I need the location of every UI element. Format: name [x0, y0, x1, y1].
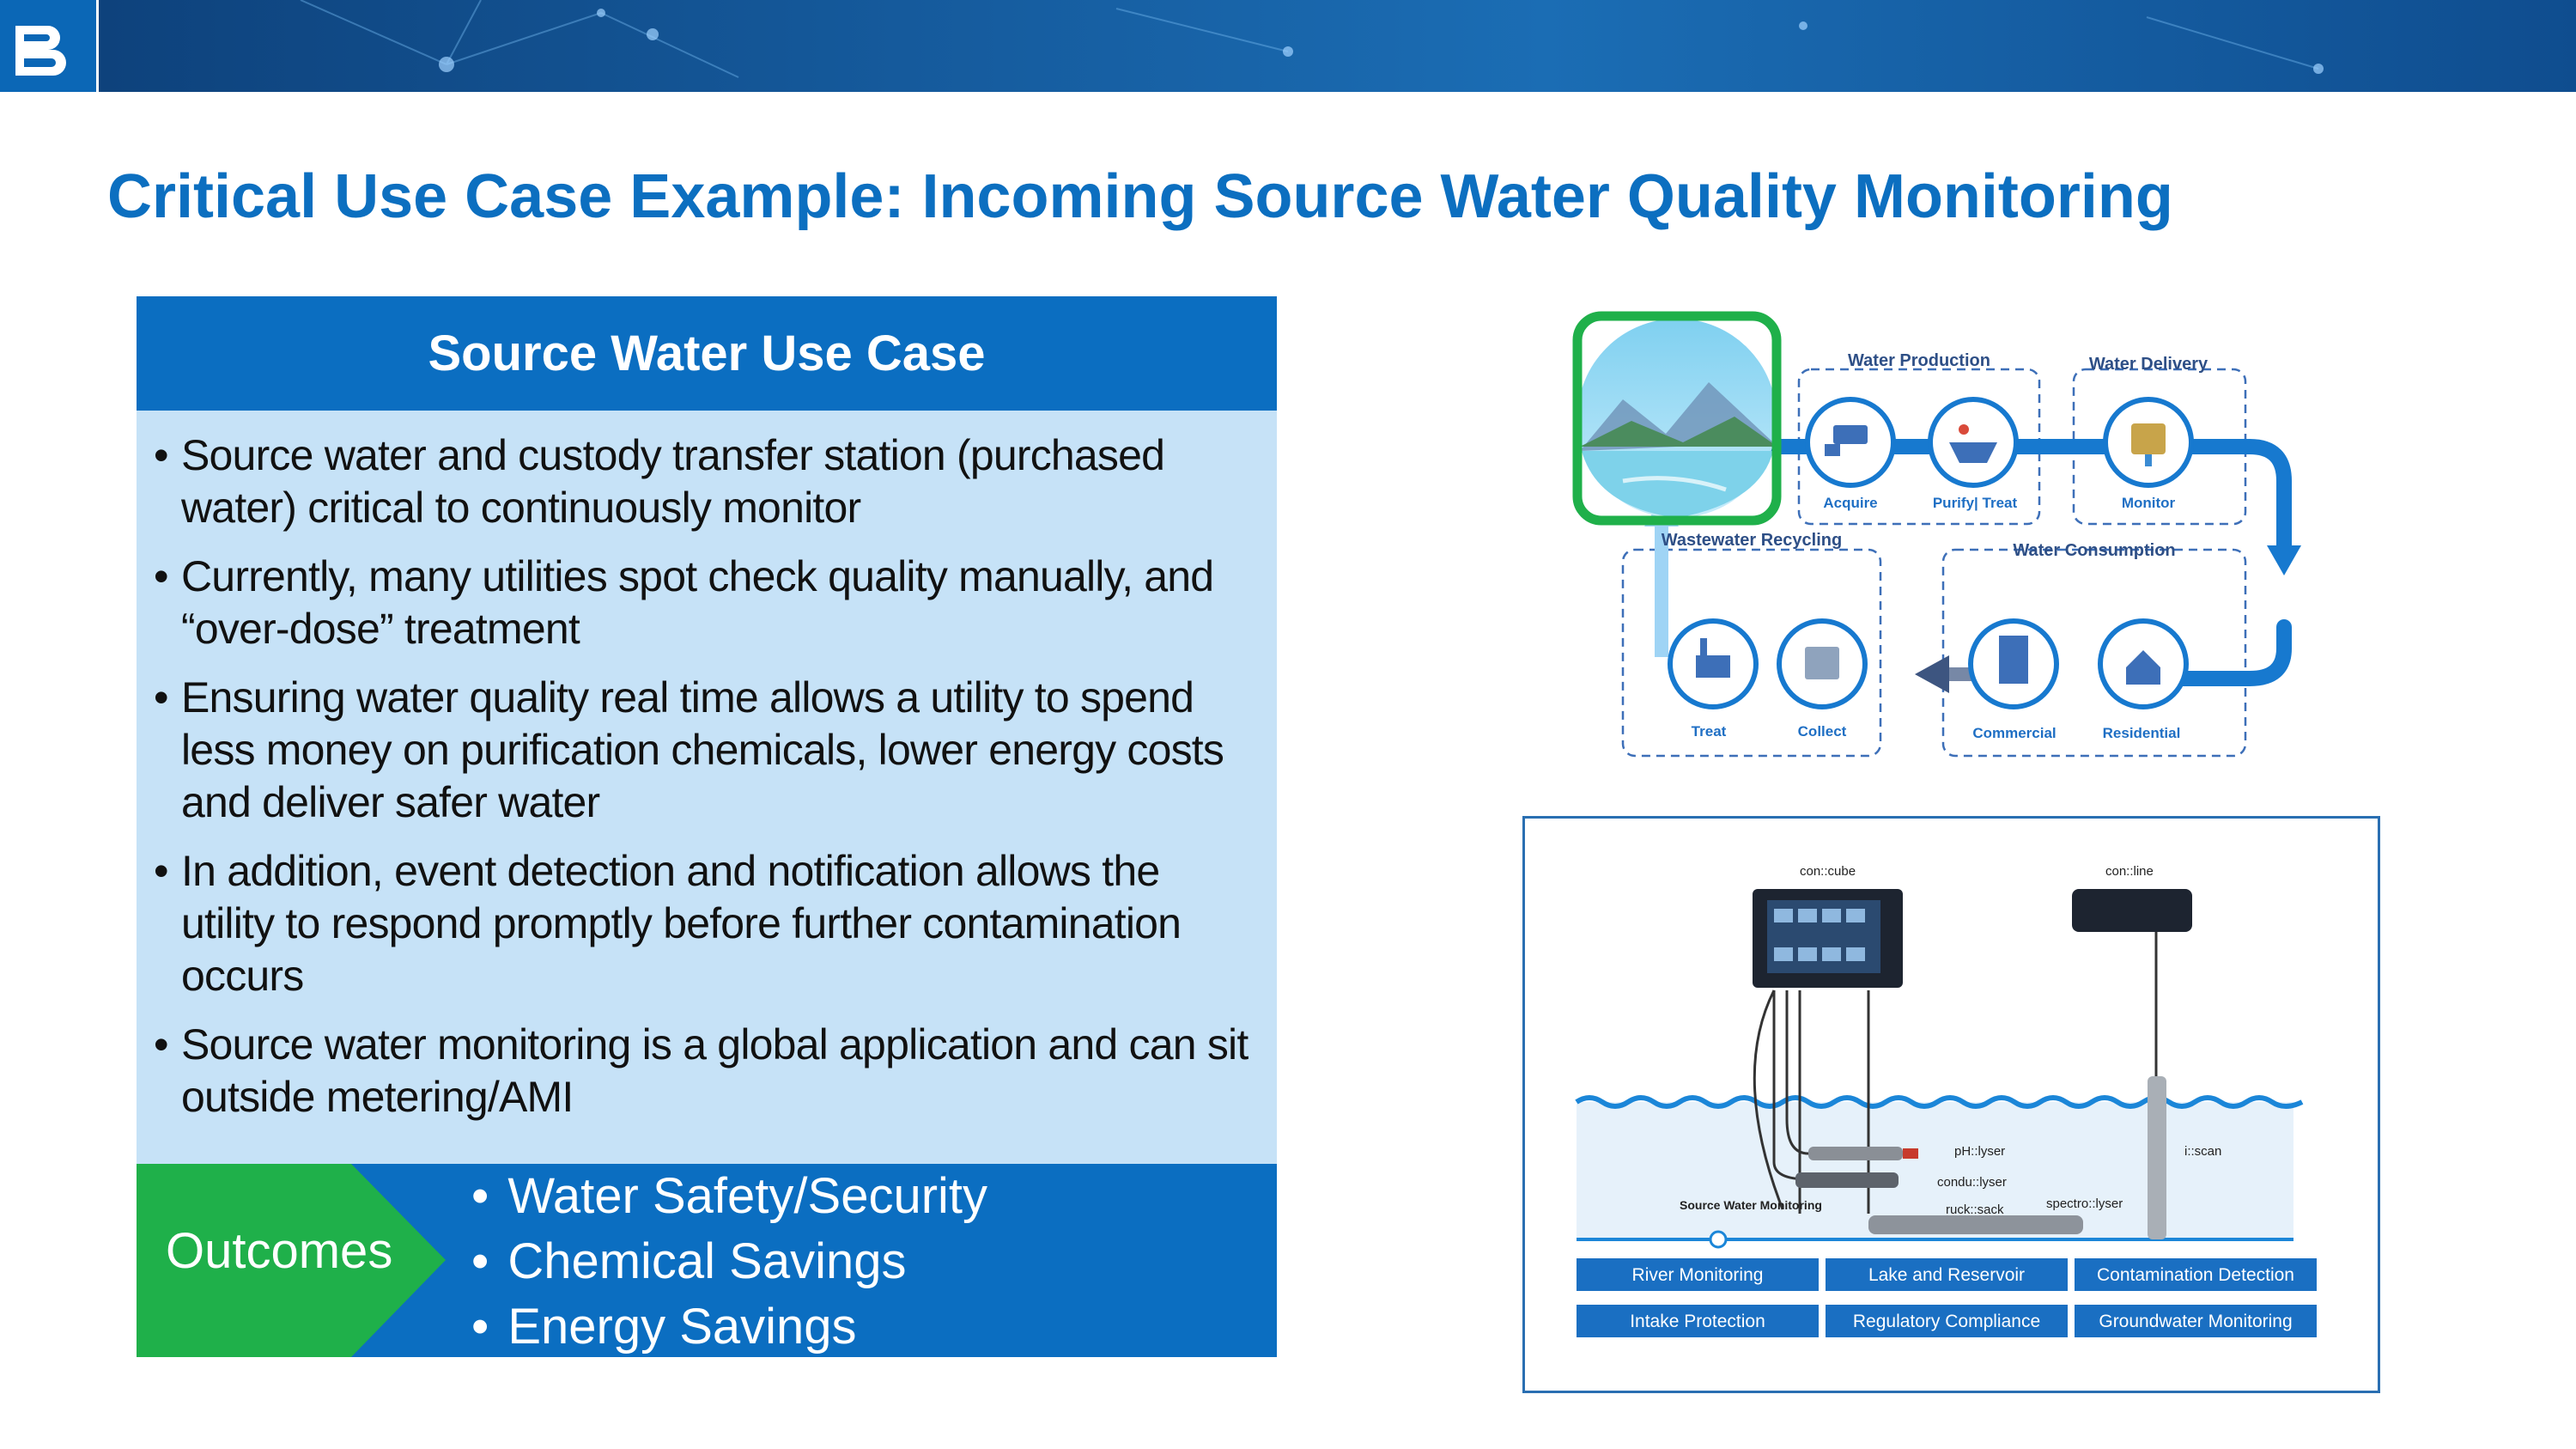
outcomes-bar: Outcomes •Water Safety/Security •Chemica…	[137, 1164, 1277, 1357]
source-water-monitoring-label: Source Water Monitoring	[1680, 1198, 1822, 1212]
water-consumption-label: Water Consumption	[2013, 541, 2175, 560]
use-case-panel: Source Water Use Case •Source water and …	[137, 296, 1277, 1357]
bullet-item: •Ensuring water quality real time allows…	[154, 673, 1224, 826]
water-delivery-label: Water Delivery	[2089, 355, 2208, 374]
app-label: Intake Protection	[1630, 1312, 1765, 1331]
iscan-label: i::scan	[2184, 1144, 2221, 1159]
con-line-label: con::line	[2105, 864, 2154, 879]
condu-probe	[1795, 1172, 1899, 1188]
app-label: Lake and Reservoir	[1868, 1265, 2025, 1285]
purify-label: Purify| Treat	[1933, 495, 2018, 511]
application-grid: River Monitoring Lake and Reservoir Cont…	[1577, 1258, 2317, 1337]
flow-arrow-down	[2267, 545, 2301, 575]
outcome-item: •Chemical Savings	[471, 1233, 907, 1289]
commercial-label: Commercial	[1972, 725, 2056, 741]
app-lake-reservoir	[1826, 1258, 2068, 1291]
water-production-label: Water Production	[1848, 351, 1990, 370]
app-river-monitoring	[1577, 1258, 1819, 1291]
outcomes-list: •Water Safety/Security •Chemical Savings…	[471, 1164, 987, 1360]
network-pattern	[300, 0, 2324, 78]
app-groundwater-monitoring	[2075, 1305, 2317, 1337]
ph-probe	[1808, 1147, 1903, 1160]
spectro-lyser-label: spectro::lyser	[2046, 1196, 2123, 1211]
monitor-label: Monitor	[2122, 495, 2176, 511]
source-highlight-frame	[1572, 311, 1782, 526]
app-label: Contamination Detection	[2097, 1265, 2294, 1285]
slide-title: Critical Use Case Example: Incoming Sour…	[107, 162, 2173, 231]
use-case-heading: Source Water Use Case	[137, 296, 1277, 411]
app-intake-protection	[1577, 1305, 1819, 1337]
app-label: Groundwater Monitoring	[2099, 1312, 2292, 1331]
bullet-item: •Source water and custody transfer stati…	[154, 431, 1165, 532]
app-regulatory-compliance	[1826, 1305, 2068, 1337]
outcomes-label: Outcomes	[166, 1223, 393, 1279]
bullet-item: •Currently, many utilities spot check qu…	[154, 552, 1214, 653]
flow-arrow-left	[1915, 655, 1949, 693]
treat-label: Treat	[1692, 723, 1727, 740]
outcome-item: •Water Safety/Security	[471, 1168, 988, 1224]
sensor-diagram: con::cube con::line pH::lyser condu::lys…	[1575, 864, 2317, 1337]
con-cube-label: con::cube	[1800, 864, 1856, 879]
ph-lyser-label: pH::lyser	[1954, 1144, 2005, 1159]
outcome-item: •Energy Savings	[471, 1299, 857, 1355]
bullet-item: •In addition, event detection and notifi…	[154, 847, 1182, 1000]
source-water-landscape	[1577, 319, 1777, 518]
outcomes-arrow	[137, 1164, 446, 1357]
collect-label: Collect	[1798, 723, 1847, 740]
app-label: River Monitoring	[1632, 1265, 1764, 1285]
water-cycle-diagram: Water Production Water Delivery Wastewat…	[1572, 311, 2301, 758]
spectro-probe	[1868, 1215, 2083, 1234]
residential-label: Residential	[2103, 725, 2181, 741]
badger-logo	[0, 0, 99, 92]
condu-lyser-label: condu::lyser	[1937, 1175, 2007, 1190]
use-case-bullets: •Source water and custody transfer stati…	[154, 429, 1261, 1140]
water-surface	[1575, 1095, 2304, 1109]
sensor-diagram-box: con::cube con::line pH::lyser condu::lys…	[1522, 816, 2380, 1393]
wastewater-recycling-label: Wastewater Recycling	[1662, 531, 1842, 550]
water-consumption-box	[1941, 548, 2247, 758]
header-banner	[0, 0, 2576, 92]
return-pipe	[2130, 619, 2292, 686]
app-contamination-detection	[2075, 1258, 2317, 1291]
acquire-label: Acquire	[1823, 495, 1877, 511]
wastewater-recycling-box	[1621, 548, 1882, 758]
iscan-probe	[2148, 1076, 2166, 1239]
con-line-device	[2072, 889, 2192, 932]
bullet-item: •Source water monitoring is a global app…	[154, 1020, 1249, 1121]
ruck-sack-label: ruck::sack	[1946, 1202, 2004, 1217]
app-label: Regulatory Compliance	[1853, 1312, 2040, 1331]
supply-pipe	[1744, 439, 2292, 553]
